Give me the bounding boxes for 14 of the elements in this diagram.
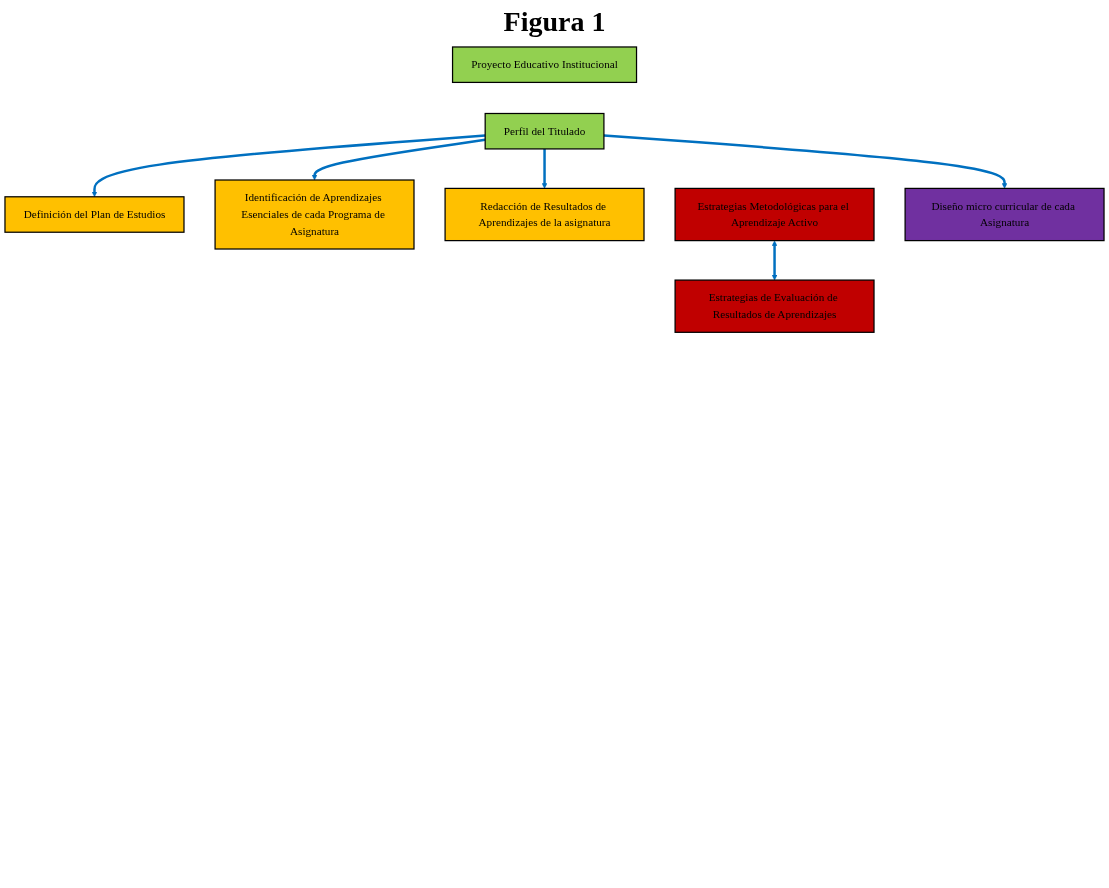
arrow <box>603 134 1008 189</box>
node-box: Proyecto Educativo Institucional <box>451 46 638 84</box>
node-box: Estrategias Metodológicas para el Aprendizaje Activo <box>674 187 875 242</box>
node-box: Definición del Plan de Estudios <box>4 196 185 233</box>
node-box: Redacción de Resultados de Aprendizajes de la asignatura <box>444 187 645 242</box>
node-box: Estrategias de Evaluación de Resultados de Aprendizajes <box>674 279 875 333</box>
arrow <box>311 138 486 181</box>
node-box: Diseño micro curricular de cada Asignatura <box>904 187 1105 242</box>
figure-title: Figura 1 <box>502 6 607 38</box>
node-box: Perfil del Titulado <box>484 112 605 150</box>
arrow <box>91 134 486 198</box>
node-box: Identificación de Aprendizajes Esenciales de cada Programa de Asignatura <box>214 179 415 250</box>
arrow <box>541 148 548 189</box>
arrow <box>771 240 778 281</box>
